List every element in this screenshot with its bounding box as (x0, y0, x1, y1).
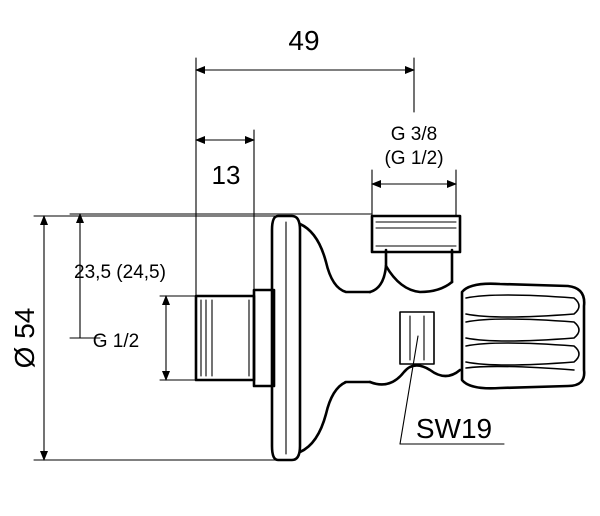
dimension-labels: 49 13 G 3/8 (G 1/2) 23,5 (24,5) G 1/2 Ø … (9, 25, 492, 444)
dim-inlet-thread-label: G 1/2 (93, 331, 139, 352)
dim-49-label: 49 (288, 25, 319, 56)
inlet-thread-stub (194, 288, 276, 388)
valve-body (368, 248, 462, 386)
dim-outlet-thread-alt-label: (G 1/2) (384, 148, 443, 169)
dim-diameter-label: Ø 54 (9, 308, 40, 369)
dim-center-height-label: 23,5 (24,5) (74, 262, 166, 283)
rosette (270, 214, 372, 462)
dimension-lines (33, 57, 505, 461)
outlet-thread-stub (370, 214, 462, 254)
dim-13-label: 13 (212, 160, 241, 190)
dim-wrench-size-label: SW19 (416, 413, 492, 444)
handwheel (460, 282, 586, 390)
dim-outlet-thread-label: G 3/8 (391, 124, 437, 145)
sw19-leader (399, 335, 419, 445)
valve-outline (194, 214, 586, 462)
